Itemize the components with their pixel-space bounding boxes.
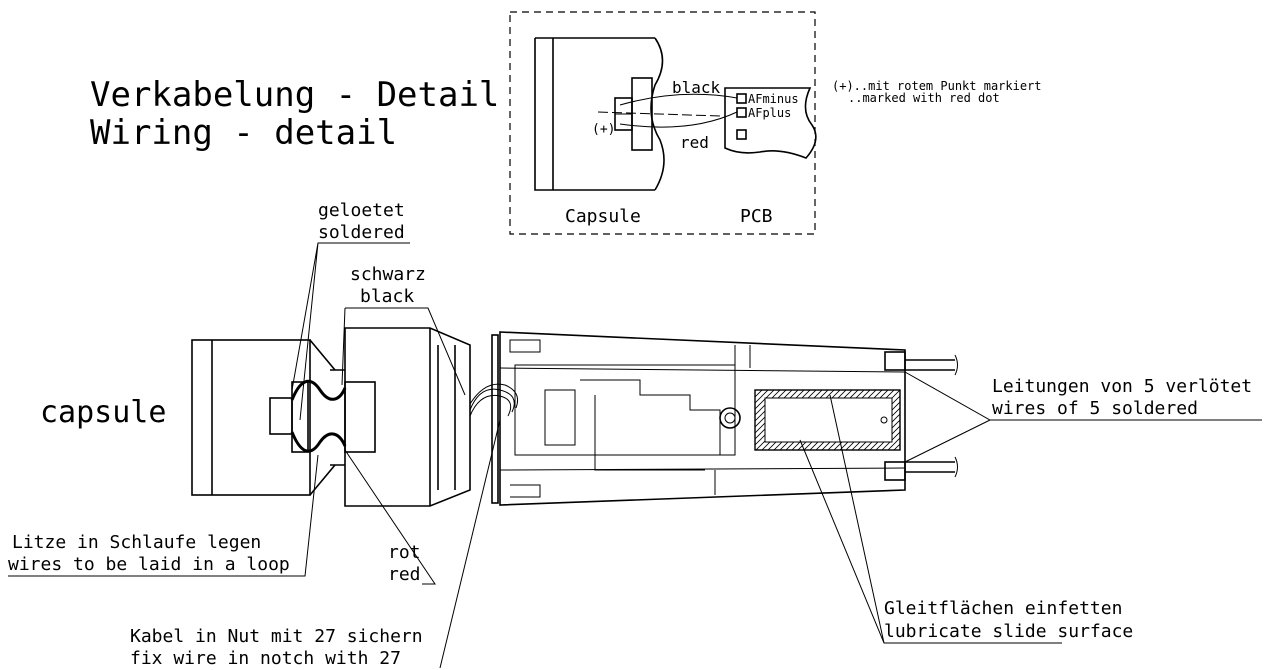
inset-label-black: black [672,78,721,97]
leader-red [344,449,436,585]
lug-top [884,351,906,371]
main-body [499,331,906,506]
inset-caption-pcb: PCB [740,206,773,227]
label-black-en: black [360,286,414,307]
inset-pcb [724,87,817,159]
inset-pin-af-plus: AFplus [748,106,791,120]
assembly-drawing [191,327,958,507]
inset-wire-black [619,93,738,106]
leader-soldered [291,242,410,421]
capsule-label: capsule [40,395,166,430]
note-line-1: (+)..mit rotem Punkt markiert [832,79,1042,93]
label-loop-en: wires to be laid in a loop [8,554,290,575]
screw-hole [719,407,741,429]
label-soldered-de: geloetet [318,200,405,221]
cable-bundle [469,383,519,417]
flange [491,334,499,504]
title-english: Wiring - detail [90,113,397,153]
inset-capsule [534,37,665,191]
label-red-en: red [388,564,421,585]
note-line-2: ..marked with red dot [848,91,1000,105]
wire-loop-red [290,431,347,453]
leader-black [341,307,466,396]
lug-bottom [884,461,906,481]
capsule-contacts [269,397,293,435]
output-cable-bottom [905,461,955,473]
label-grease-de: Gleitflächen einfetten [884,598,1122,619]
label-black-de: schwarz [350,264,426,285]
inset-detail: black red (+) AFminus AFplus Capsule PCB [509,11,817,235]
leader-grease [799,394,1062,644]
inset-pin-af-minus: AFminus [748,92,799,106]
label-cable-de: Kabel in Nut mit 27 sichern [130,626,423,647]
title-german: Verkabelung - Detail [90,75,499,115]
inset-label-red: red [680,133,709,152]
housing-ring [330,327,471,507]
inset-caption-capsule: Capsule [565,206,641,227]
label-soldered-en: soldered [318,222,405,243]
inset-wire-red [619,111,738,128]
capsule-cone [309,339,336,496]
inset-label-plus: (+) [592,122,615,137]
leader-leads [904,371,1262,463]
output-cable-top [905,359,955,371]
label-loop-de: Litze in Schlaufe legen [12,532,261,553]
label-grease-en: lubricate slide surface [884,621,1133,642]
capsule-body [191,339,311,496]
label-leads-de: Leitungen von 5 verlötet [992,376,1252,397]
housing-inner-block [344,381,376,453]
leader-loop [8,454,319,577]
label-red-de: rot [388,542,421,563]
leader-cable [439,419,501,669]
inset-frame [509,11,816,235]
wire-loop-black [290,379,347,401]
label-cable-en: fix wire in notch with 27 [130,648,401,669]
label-leads-en: wires of 5 soldered [992,398,1198,419]
pcb-board [514,364,736,471]
